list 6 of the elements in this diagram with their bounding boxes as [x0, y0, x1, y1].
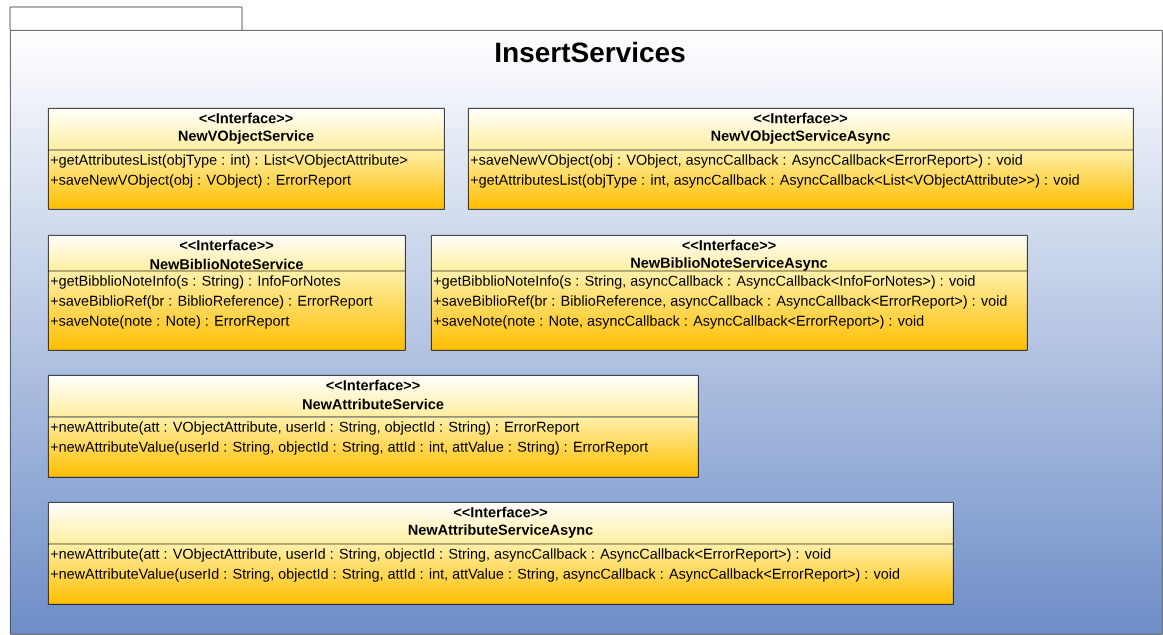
interface-box: <<Interface>> NewAttributeServiceAsync +newAttribute(att : VObjectAttribute, userId : String, objectId : String, asyncCallback : AsyncCallback<ErrorReport>) : void +newAttributeValue(userId : String, objectId : String, attId : int, attValue : String, asyncCallback : AsyncCallback<ErrorReport>) : void — [47, 502, 954, 605]
interface-box: <<Interface>> NewAttributeService +newAttribute(att : VObjectAttribute, userId : String, objectId : String) : ErrorReport +newAttributeValue(userId : String, objectId : String, attId : int, attValue : String) : ErrorReport — [47, 375, 699, 478]
interface-box: <<Interface>> NewBiblioNoteService +getBibblioNoteInfo(s : String) : InfoForNotes +saveBiblioRef(br : BiblioReference) : ErrorReport +saveNote(note : Note) : ErrorReport — [47, 235, 406, 351]
interface-box: <<Interface>> NewVObjectService +getAttributesList(objType : int) : List<VObjectAttribute> +saveNewVObject(obj : VObject) : ErrorReport — [47, 108, 445, 210]
interface-box: <<Interface>> NewBiblioNoteServiceAsync +getBibblioNoteInfo(s : String, asyncCallback : AsyncCallback<InfoForNotes>) : void +saveBiblioRef(br : BiblioReference, asyncCallback : AsyncCallback<ErrorReport>) : void +saveNote(note : Note, asyncCallback : AsyncCallback<ErrorReport>) : void — [430, 235, 1028, 351]
interface-box: <<Interface>> NewVObjectServiceAsync +saveNewVObject(obj : VObject, asyncCallback : AsyncCallback<ErrorReport>) : void +getAttributesList(objType : int, asyncCallback : AsyncCallback<List<VObjectAttribute>>) : void — [467, 108, 1134, 210]
